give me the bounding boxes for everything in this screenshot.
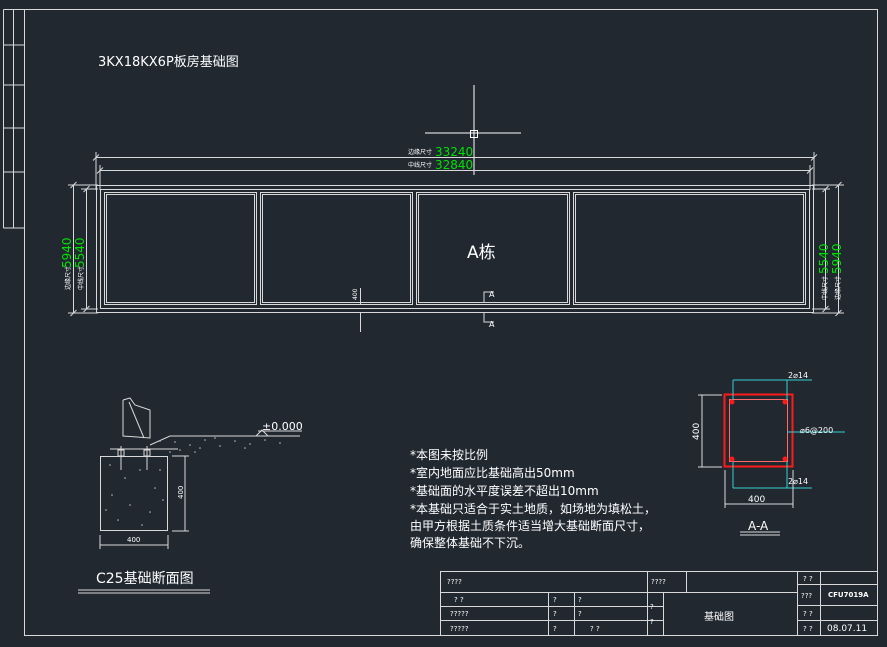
left-center-label: 中线尺寸 <box>77 266 85 290</box>
center-length-value: 32840 <box>435 158 473 172</box>
foundation-section-detail <box>99 397 302 549</box>
outer-length-value: 33240 <box>435 145 473 159</box>
right-outer-label: 边缘尺寸 <box>834 276 842 300</box>
right-center-value: 5540 <box>817 243 831 274</box>
tb-r4c1: ????? <box>450 625 469 633</box>
section-mark-top: A <box>489 290 495 299</box>
title-block-text: ???? ???? ? ? CFU7019A ? ? ????? ????? ?… <box>447 575 869 634</box>
crosshair-cursor <box>425 85 521 175</box>
foundation-height: 400 <box>177 486 185 499</box>
tb-r3c5: ? ? <box>803 610 813 618</box>
tb-r1c1: ???? <box>447 578 462 586</box>
tb-r3c1: ????? <box>450 610 469 618</box>
note-3: *基础面的水平度误差不超出10mm <box>410 483 599 498</box>
right-outer-value: 5940 <box>830 243 844 274</box>
outer-length-label: 边缘尺寸 <box>408 148 432 156</box>
tb-r3c2: ? <box>553 610 557 618</box>
tb-r4c5: ? ? <box>803 625 813 633</box>
note-1: *本图未按比例 <box>410 448 488 462</box>
right-dimensions <box>812 181 844 317</box>
foundation-section-title: C25基础断面图 <box>96 570 194 587</box>
section-cut-marks <box>483 291 494 323</box>
tb-r4c2: ? <box>553 625 557 633</box>
tb-drawing-name: 基础图 <box>704 610 734 623</box>
left-outer-value: 5940 <box>60 237 74 268</box>
tb-r3c3: ? <box>578 610 582 618</box>
rebar-width-label: 400 <box>748 495 765 505</box>
center-length-label: 中线尺寸 <box>408 161 432 169</box>
rebar-height-label: 400 <box>692 423 702 440</box>
rebar-stirrup-label: ⌀6@200 <box>800 426 833 435</box>
title-block <box>440 571 878 636</box>
section-mark-bottom: A <box>489 320 495 329</box>
tb-r1c3: ? ? <box>803 575 813 583</box>
concrete-hatch <box>105 437 281 526</box>
rebar-section-title: A-A <box>748 519 769 533</box>
tb-r4c3: ? ? <box>590 625 600 633</box>
drawing-title: 3KX18KX6P板房基础图 <box>98 54 239 70</box>
tb-drawing-no: CFU7019A <box>828 591 869 599</box>
foundation-title-underline <box>78 589 210 594</box>
tb-r2c5: ??? <box>801 592 812 600</box>
right-center-label: 中线尺寸 <box>821 276 829 300</box>
tb-mid-a: ? <box>650 603 654 611</box>
plan-small-dim-value: 400 <box>352 288 359 300</box>
tb-r1c2: ???? <box>651 578 666 586</box>
left-outer-label: 边缘尺寸 <box>64 266 72 290</box>
note-2: *室内地面应比基础高出50mm <box>410 465 575 480</box>
elevation-label: ±0.000 <box>262 420 303 433</box>
tb-date: 08.07.11 <box>827 624 867 634</box>
foundation-plan <box>96 185 814 313</box>
tb-mid-b: ? <box>650 618 654 626</box>
note-6: 确保整体基础不下沉。 <box>410 535 530 550</box>
left-dimensions <box>68 181 98 317</box>
notes: *本图未按比例 *室内地面应比基础高出50mm *基础面的水平度误差不超出10m… <box>410 448 656 550</box>
rebar-top-label: 2⌀14 <box>788 371 808 380</box>
note-5: 由甲方根据土质条件适当增大基础断面尺寸， <box>410 518 650 533</box>
rebar-section <box>698 379 845 536</box>
left-center-value: 5540 <box>73 237 87 268</box>
note-4: *本基础只适合于实土地质，如场地为填松土， <box>410 501 656 516</box>
foundation-width: 400 <box>127 536 140 544</box>
building-label: A栋 <box>467 243 496 263</box>
tb-r2c3: ? <box>578 596 582 604</box>
rebar-bottom-label: 2⌀14 <box>788 477 808 486</box>
tb-r2c1: ? ? <box>454 596 464 604</box>
tb-r2c2: ? <box>553 596 557 604</box>
